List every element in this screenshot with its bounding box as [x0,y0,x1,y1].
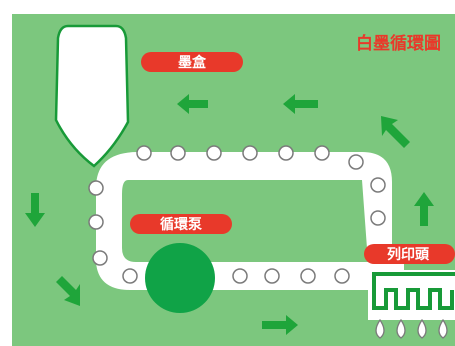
print-head-icon [368,270,455,320]
pipe-beads [88,145,386,284]
pipe-bead-icon [88,214,104,230]
arrow-down-right-icon [56,276,80,306]
arrow-left-icon [283,94,318,114]
arrow-right-icon [262,315,298,335]
pipe-bead-icon [88,180,104,196]
pipe-bead-icon [348,154,364,170]
ink-cartridge-icon [54,24,130,168]
flow-arrows [25,94,434,335]
circulation-pump-label-text: 循環泵 [160,216,202,233]
ink-cartridge-label-text: 墨盒 [178,54,207,71]
pipe-bead-icon [314,145,330,161]
arrow-left-icon [177,94,208,114]
pipe-bead-icon [242,145,258,161]
pipe-bead-icon [370,210,386,226]
pipe-bead-icon [370,177,386,193]
print-head-label-text: 列印頭 [387,246,430,263]
pipe-bead-icon [122,268,138,284]
diagram-title: 白墨循環圖 [356,33,441,54]
arrow-up-left-icon [381,116,410,148]
ink-droplet-icon [375,318,385,339]
pipe-bead-icon [264,268,280,284]
ink-cartridge-label: 墨盒 [141,52,243,72]
circulation-pump-label: 循環泵 [130,214,232,234]
ink-droplet-icon [417,318,427,339]
pipe-bead-icon [206,145,222,161]
pipe-bead-icon [334,268,350,284]
ink-droplet-icon [438,318,448,339]
ink-droplet-icon [396,318,406,339]
pipe-bead-icon [278,145,294,161]
print-head-label: 列印頭 [364,244,455,264]
arrow-up-icon [414,192,434,226]
circulation-pump-icon [145,243,215,313]
pipe-bead-icon [170,145,186,161]
ink-droplets [375,318,448,339]
pipe-bead-icon [232,268,248,284]
pipe-bead-icon [136,145,152,161]
arrow-down-icon [25,193,45,227]
pipe-bead-icon [92,250,108,266]
pipe-bead-icon [300,268,316,284]
